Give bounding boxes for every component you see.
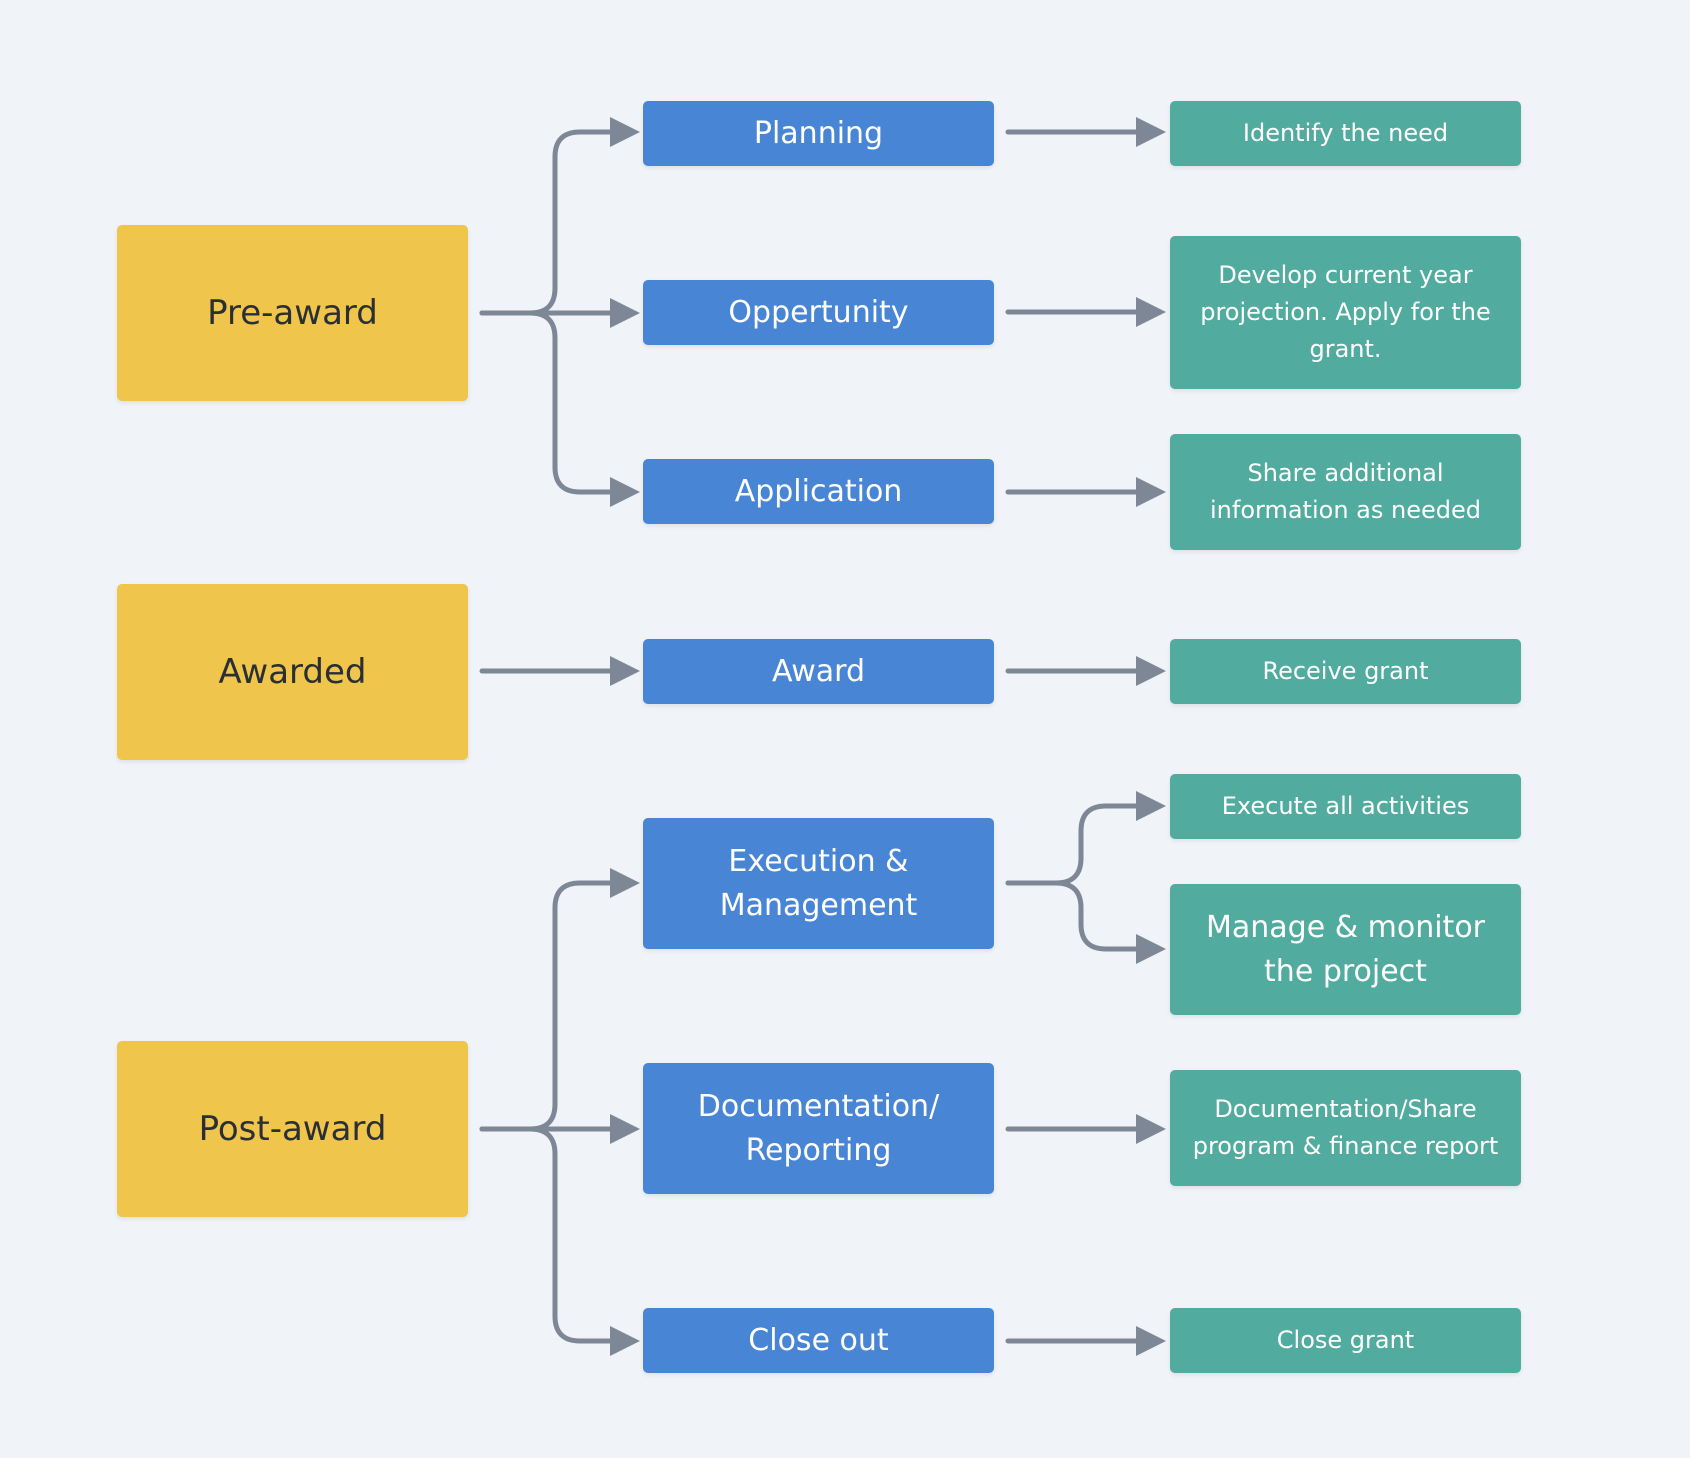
step-planning: Planning — [643, 101, 994, 166]
task-manage-monitor: Manage & monitor the project — [1170, 884, 1521, 1015]
step-award: Award — [643, 639, 994, 704]
connector-pre-award-to-planning — [479, 117, 640, 316]
connector-post-award-to-close-out — [479, 1126, 640, 1356]
task-identify-need: Identify the need — [1170, 101, 1521, 166]
step-close-out: Close out — [643, 1308, 994, 1373]
connector-execution-to-manage-monitor — [1005, 880, 1166, 964]
step-execution-management: Execution & Management — [643, 818, 994, 949]
step-application: Application — [643, 459, 994, 524]
task-share-info: Share additional information as needed — [1170, 434, 1521, 550]
task-receive-grant: Receive grant — [1170, 639, 1521, 704]
phase-pre-award: Pre-award — [117, 225, 468, 401]
phase-post-award: Post-award — [117, 1041, 468, 1217]
step-oppertunity: Oppertunity — [643, 280, 994, 345]
task-execute-activities: Execute all activities — [1170, 774, 1521, 839]
task-documentation-share: Documentation/Share program & finance re… — [1170, 1070, 1521, 1186]
connector-execution-to-execute-activities — [1005, 791, 1166, 886]
step-documentation-reporting: Documentation/ Reporting — [643, 1063, 994, 1194]
task-close-grant: Close grant — [1170, 1308, 1521, 1373]
connector-pre-award-to-application — [479, 310, 640, 507]
phase-awarded: Awarded — [117, 584, 468, 760]
connector-post-award-to-execution — [479, 868, 640, 1132]
task-develop-projection: Develop current year projection. Apply f… — [1170, 236, 1521, 389]
